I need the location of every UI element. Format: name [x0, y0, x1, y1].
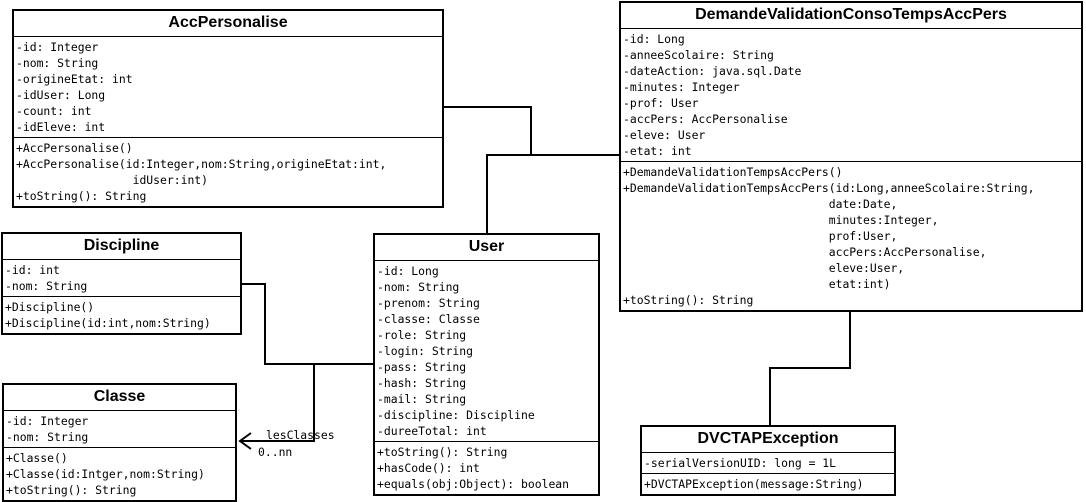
class-name: DVCTAPException [642, 427, 894, 453]
discipline-user-connector [241, 283, 374, 365]
attribute: -id: Long [377, 264, 439, 278]
attribute: -dureeTotal: int [377, 424, 487, 438]
attribute: -accPers: AccPersonalise [623, 112, 788, 126]
demande-dvctap-connector [769, 310, 851, 426]
class-name: User [375, 235, 598, 261]
operations-section: +DemandeValidationTempsAccPers() +Demand… [621, 161, 1081, 310]
operation: +DemandeValidationTempsAccPers(id:Long,a… [623, 181, 1035, 195]
attribute: -prenom: String [377, 296, 480, 310]
operation: +toString(): String [16, 189, 147, 203]
operation: +DVCTAPException(message:String) [644, 477, 864, 491]
attributes-section: -id: Integer -nom: String [4, 411, 235, 447]
association-multiplicity-label: 0..nn [258, 445, 293, 459]
operation: etat:int) [623, 277, 891, 291]
class-name: Classe [4, 385, 235, 411]
classe-arrowhead [238, 432, 252, 450]
attribute: -prof: User [623, 96, 699, 110]
attribute: -idUser: Long [16, 88, 106, 102]
attributes-section: -id: Long -nom: String -prenom: String -… [375, 261, 598, 441]
operation: minutes:Integer, [623, 213, 939, 227]
class-name: DemandeValidationConsoTempsAccPers [621, 3, 1081, 29]
operation: +hasCode(): int [377, 461, 480, 475]
attribute: -login: String [377, 344, 474, 358]
attribute: -eleve: User [623, 128, 706, 142]
operation: +Discipline() [5, 300, 95, 314]
attribute: -nom: String [16, 56, 99, 70]
operation: +Classe() [6, 451, 68, 465]
operation: +toString(): String [623, 293, 754, 307]
attributes-section: -serialVersionUID: long = 1L [642, 453, 894, 473]
class-demande-validation[interactable]: DemandeValidationConsoTempsAccPers -id: … [619, 1, 1083, 312]
operations-section: +DVCTAPException(message:String) [642, 473, 894, 494]
operations-section: +toString(): String +hasCode(): int +equ… [375, 441, 598, 494]
attribute: -count: int [16, 104, 92, 118]
attribute: -id: int [5, 263, 60, 277]
attribute: -hash: String [377, 376, 467, 390]
attribute: -id: Long [623, 32, 685, 46]
attribute: -nom: String [377, 280, 460, 294]
operation: idUser:int) [16, 173, 209, 187]
attribute: -pass: String [377, 360, 467, 374]
attribute: -etat: int [623, 144, 692, 158]
attribute: -dateAction: java.sql.Date [623, 64, 802, 78]
class-discipline[interactable]: Discipline -id: int -nom: String +Discip… [1, 232, 242, 335]
attribute: -nom: String [6, 430, 89, 444]
operation: +toString(): String [377, 445, 508, 459]
operation: +toString(): String [6, 483, 137, 497]
class-accpersonalise[interactable]: AccPersonalise -id: Integer -nom: String… [12, 9, 444, 208]
user-classe-connector [240, 364, 315, 442]
accpersonalise-demande-connector [444, 106, 620, 156]
attributes-section: -id: Long -anneeScolaire: String -dateAc… [621, 29, 1081, 161]
attribute: -origineEtat: int [16, 72, 133, 86]
operation: +DemandeValidationTempsAccPers() [623, 165, 843, 179]
user-demande-connector [486, 154, 531, 234]
attribute: -anneeScolaire: String [623, 48, 774, 62]
operation: +equals(obj:Object): boolean [377, 477, 570, 491]
operations-section: +Discipline() +Discipline(id:int,nom:Str… [3, 296, 240, 333]
class-user[interactable]: User -id: Long -nom: String -prenom: Str… [373, 233, 600, 496]
association-role-label: lesClasses [266, 428, 335, 442]
operation: +AccPersonalise() [16, 141, 133, 155]
operation: accPers:AccPersonalise, [623, 245, 987, 259]
attribute: -role: String [377, 328, 467, 342]
attribute: -id: Integer [16, 40, 99, 54]
class-classe[interactable]: Classe -id: Integer -nom: String +Classe… [2, 383, 237, 502]
class-dvctapexception[interactable]: DVCTAPException -serialVersionUID: long … [640, 425, 896, 496]
attribute: -discipline: Discipline [377, 408, 535, 422]
operations-section: +Classe() +Classe(id:Intger,nom:String) … [4, 447, 235, 500]
operation: +Classe(id:Intger,nom:String) [6, 467, 205, 481]
class-name: Discipline [3, 234, 240, 260]
attribute: -idEleve: int [16, 120, 106, 134]
attribute: -classe: Classe [377, 312, 480, 326]
attribute: -mail: String [377, 392, 467, 406]
attribute: -nom: String [5, 279, 88, 293]
operation: eleve:User, [623, 261, 905, 275]
attribute: -minutes: Integer [623, 80, 740, 94]
operations-section: +AccPersonalise() +AccPersonalise(id:Int… [14, 137, 442, 206]
class-name: AccPersonalise [14, 11, 442, 37]
attributes-section: -id: int -nom: String [3, 260, 240, 296]
operation: prof:User, [623, 229, 898, 243]
operation: +AccPersonalise(id:Integer,nom:String,or… [16, 157, 387, 171]
attributes-section: -id: Integer -nom: String -origineEtat: … [14, 37, 442, 137]
attribute: -id: Integer [6, 414, 89, 428]
attribute: -serialVersionUID: long = 1L [644, 456, 837, 470]
operation: +Discipline(id:int,nom:String) [5, 316, 211, 330]
operation: date:Date, [623, 197, 898, 211]
